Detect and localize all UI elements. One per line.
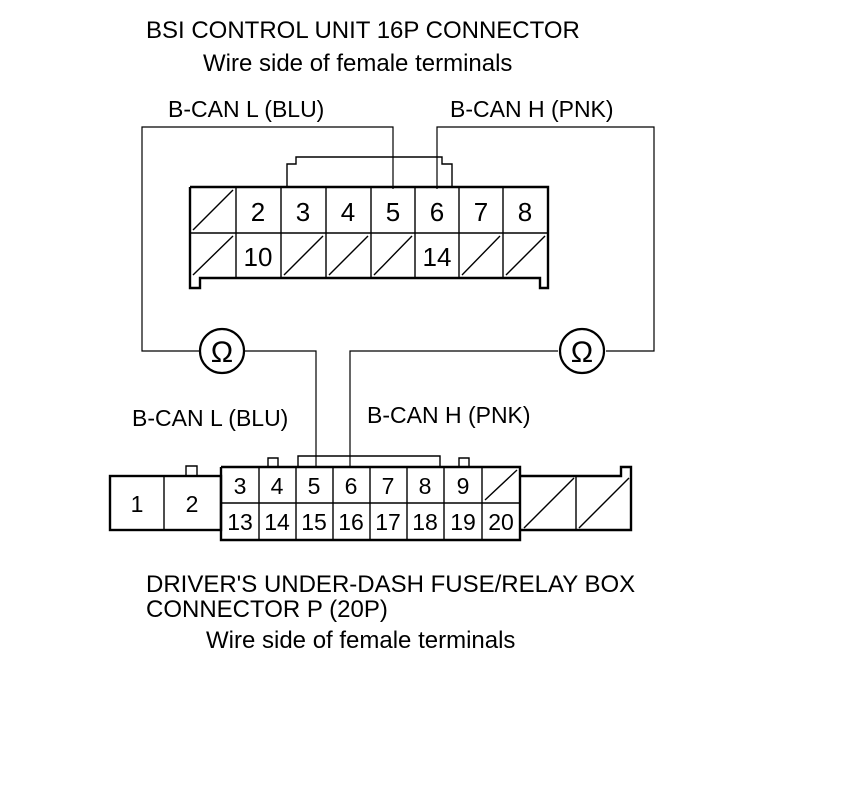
bottom-pin-18: 18 (412, 509, 438, 535)
empty-cavity-16 (505, 235, 546, 276)
bottom-pin-7: 7 (382, 473, 395, 499)
top-connector-title: BSI CONTROL UNIT 16P CONNECTOR (146, 17, 580, 44)
empty-cavity-11 (283, 235, 324, 276)
fuse-relay-20p-connector: 1 2 3 4 5 6 7 8 9 13 14 15 16 17 18 19 2… (108, 455, 633, 542)
can-h-bottom-label: B-CAN H (PNK) (367, 402, 531, 428)
bsi-16p-connector: 2 3 4 5 6 7 8 10 14 (188, 156, 550, 290)
can-l-top-wire (141, 126, 394, 352)
bottom-pin-19: 19 (450, 509, 476, 535)
top-pin-7: 7 (474, 197, 488, 227)
top-pin-6: 6 (430, 197, 444, 227)
top-pin-5: 5 (386, 197, 400, 227)
can-l-bottom-wire (244, 350, 317, 467)
left-ohmmeter: Ω (198, 327, 246, 375)
bottom-pin-14: 14 (264, 509, 290, 535)
bottom-pin-2: 2 (186, 491, 199, 517)
can-l-top-label: B-CAN L (BLU) (168, 96, 324, 122)
ohm-icon: Ω (571, 336, 593, 369)
right-ohmmeter: Ω (558, 327, 606, 375)
empty-cavity-13 (373, 235, 413, 276)
top-pin-8: 8 (518, 197, 532, 227)
bottom-pin-4: 4 (271, 473, 284, 499)
bottom-pin-16: 16 (338, 509, 364, 535)
can-h-top-label: B-CAN H (PNK) (450, 96, 614, 122)
ohm-icon: Ω (211, 336, 233, 369)
bottom-pin-9: 9 (457, 473, 470, 499)
top-connector-subtitle: Wire side of female terminals (203, 50, 512, 77)
bottom-pin-1: 1 (131, 491, 144, 517)
top-pin-4: 4 (341, 197, 355, 227)
bottom-connector-title-line2: CONNECTOR P (20P) (146, 596, 388, 623)
empty-cavity-1 (192, 189, 234, 231)
bottom-pin-13: 13 (227, 509, 253, 535)
top-pin-3: 3 (296, 197, 310, 227)
empty-cavity-right-2 (578, 477, 630, 529)
bottom-pin-20: 20 (488, 509, 514, 535)
bottom-pin-17: 17 (375, 509, 401, 535)
can-l-bottom-label: B-CAN L (BLU) (132, 405, 288, 431)
top-pin-10: 10 (244, 242, 273, 272)
can-h-top-wire (436, 126, 655, 352)
can-h-bottom-wire (349, 350, 558, 467)
bottom-pin-8: 8 (419, 473, 432, 499)
empty-cavity-right-1 (523, 477, 575, 529)
empty-cavity-12 (328, 235, 369, 276)
top-pin-14: 14 (423, 242, 452, 272)
empty-cavity-9 (192, 235, 234, 276)
bottom-pin-15: 15 (301, 509, 327, 535)
bottom-connector-title-line1: DRIVER'S UNDER-DASH FUSE/RELAY BOX (146, 571, 635, 598)
bottom-pin-5: 5 (308, 473, 321, 499)
bottom-pin-3: 3 (234, 473, 247, 499)
top-pin-2: 2 (251, 197, 265, 227)
empty-cavity-15 (461, 235, 501, 276)
bottom-connector-subtitle: Wire side of female terminals (206, 627, 515, 654)
bottom-pin-6: 6 (345, 473, 358, 499)
empty-cavity-10 (484, 469, 518, 501)
